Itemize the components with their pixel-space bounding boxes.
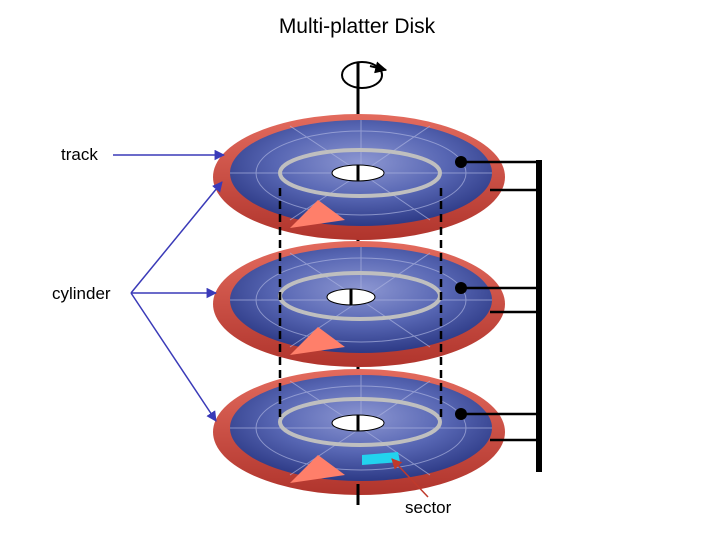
platter-bottom — [213, 369, 505, 495]
sector-label: sector — [405, 498, 452, 517]
cylinder-label: cylinder — [52, 284, 111, 303]
read-write-head — [455, 156, 467, 168]
track-label: track — [61, 145, 98, 164]
track-ring — [278, 397, 442, 447]
read-write-heads — [455, 156, 467, 420]
sector-wedge — [290, 200, 345, 228]
rotation-arrow-icon — [341, 61, 388, 89]
read-write-head — [455, 282, 467, 294]
actuator-arm — [461, 160, 542, 472]
platter-middle — [213, 241, 505, 367]
sector-arrow — [391, 458, 429, 498]
read-write-head — [455, 408, 467, 420]
sector-wedge — [290, 455, 345, 483]
cylinder-arrows — [130, 181, 223, 422]
track-ring — [278, 148, 442, 198]
diagram-title: Multi-platter Disk — [279, 15, 436, 38]
sector-highlight — [362, 452, 400, 465]
sector-wedge — [290, 327, 345, 355]
